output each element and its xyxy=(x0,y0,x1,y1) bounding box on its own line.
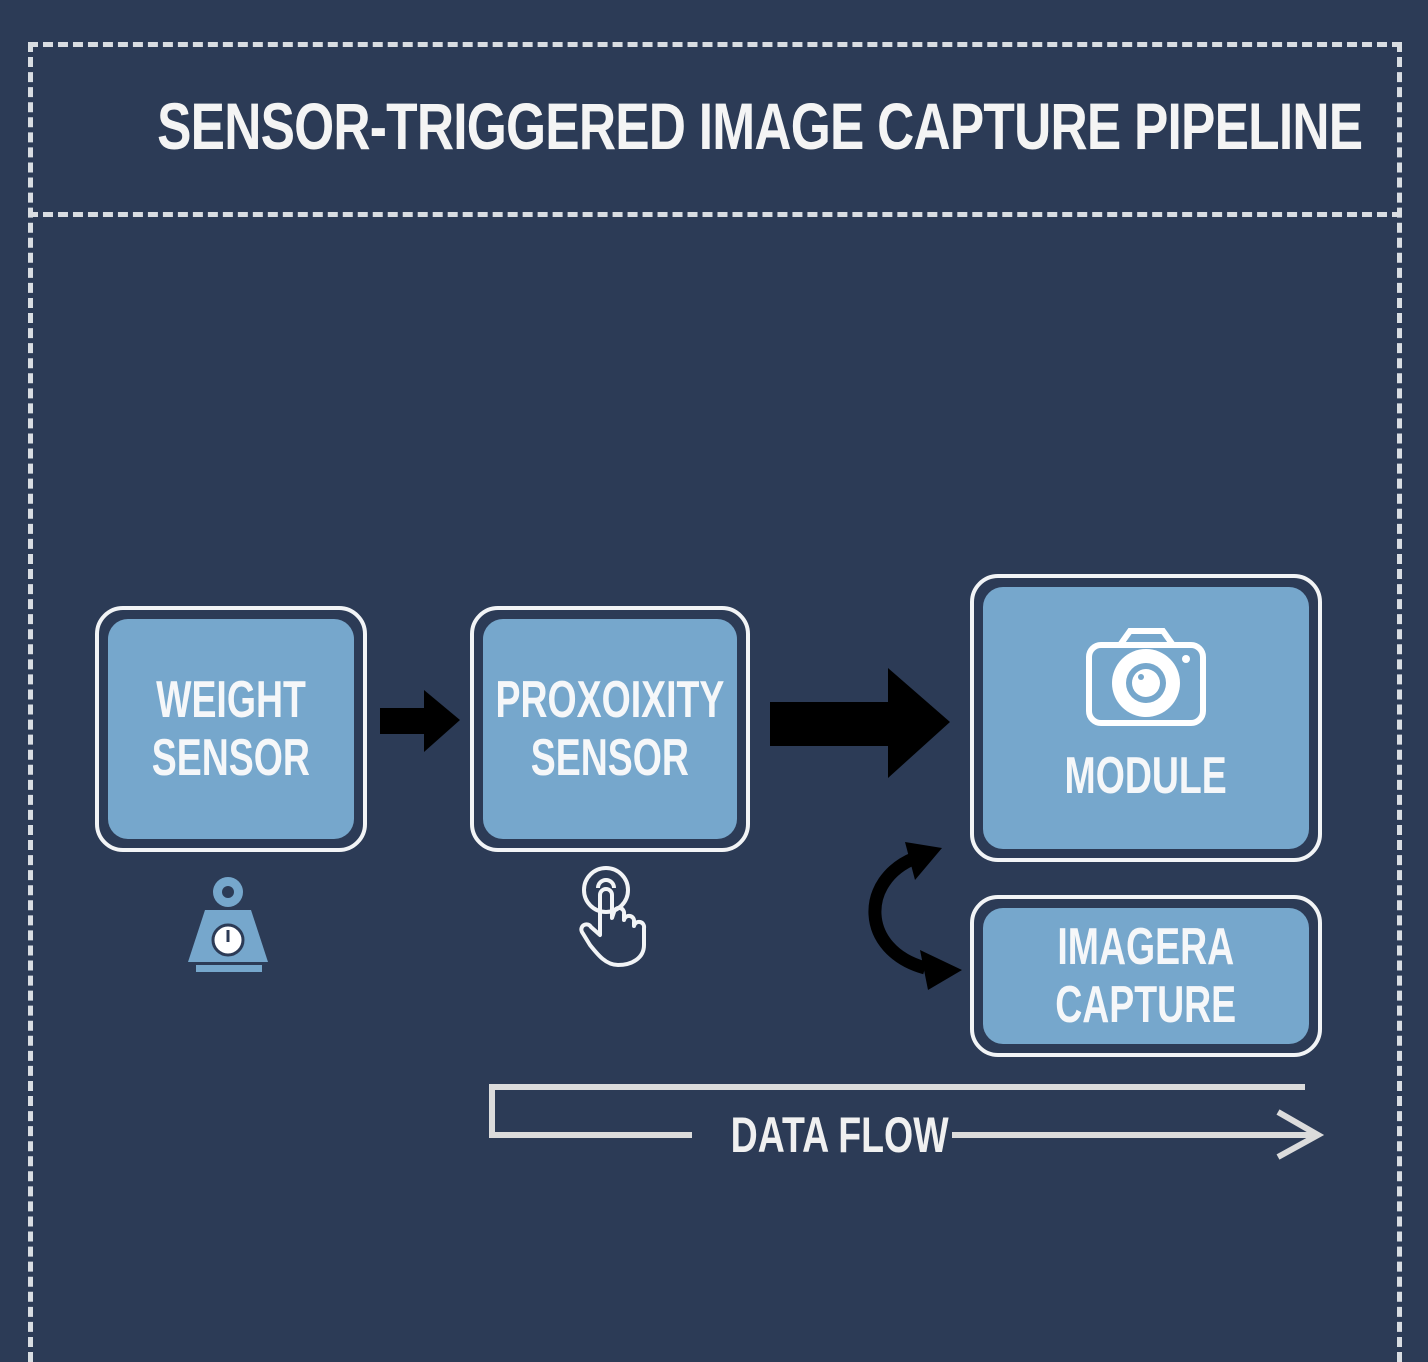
node-label: SENSOR xyxy=(151,729,311,787)
connectors xyxy=(188,668,1325,1160)
node-image-capture: IMAGERA CAPTURE xyxy=(970,895,1322,1057)
node-label: CAPTURE xyxy=(1055,976,1237,1034)
node-label: PROXOIXITY xyxy=(495,671,725,729)
node-module: MODULE xyxy=(970,574,1322,862)
diagram-title: SENSOR-TRIGGERED IMAGE CAPTURE PIPELINE xyxy=(157,89,1363,163)
node-label: WEIGHT xyxy=(156,671,306,729)
arrow-proximity-to-module xyxy=(770,668,950,778)
touch-hand-icon xyxy=(579,866,647,967)
outer-dashed-frame xyxy=(28,42,1402,1362)
camera-icon xyxy=(1086,628,1206,726)
arrow-weight-to-proximity xyxy=(380,690,460,752)
node-label: IMAGERA xyxy=(1057,918,1235,976)
data-flow-arrow xyxy=(489,1084,1325,1160)
node-proximity-sensor: PROXOIXITY SENSOR xyxy=(470,606,750,852)
data-flow-label: DATA FLOW xyxy=(730,1107,949,1163)
bidirectional-curved-arrow xyxy=(868,842,962,990)
weight-scale-icon xyxy=(188,877,268,972)
node-weight-sensor: WEIGHT SENSOR xyxy=(95,606,367,852)
node-label: MODULE xyxy=(1064,747,1228,805)
title-separator xyxy=(28,212,1402,217)
node-label: SENSOR xyxy=(530,729,690,787)
